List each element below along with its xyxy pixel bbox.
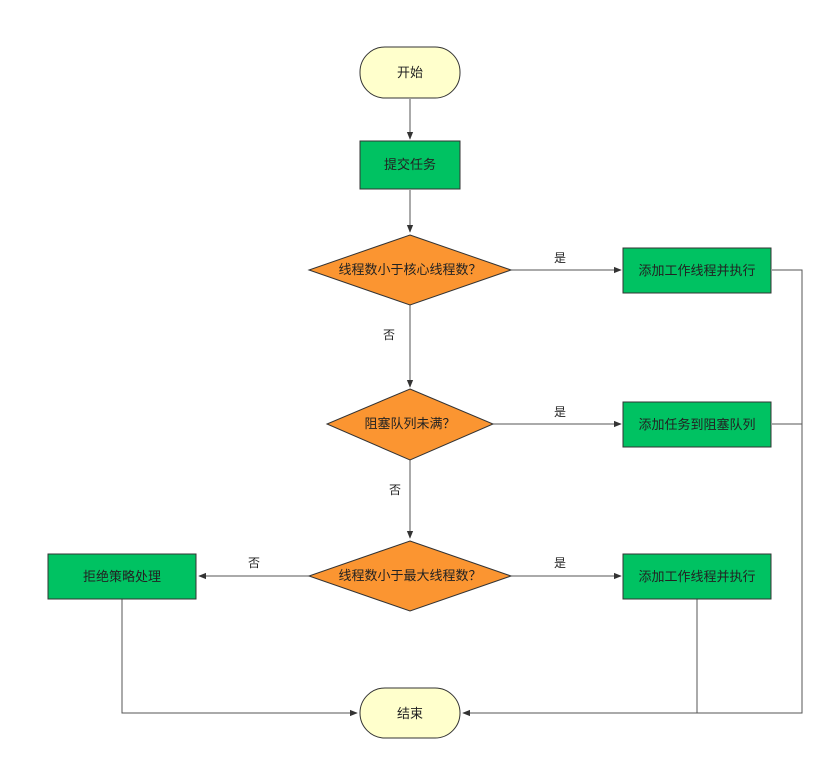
label-max-yes: 是: [554, 556, 566, 570]
decision-shape: [307, 234, 513, 306]
process-shape: [622, 401, 772, 448]
node-add-to-queue: 添加任务到阻塞队列: [622, 401, 772, 448]
add-to-queue-label: 添加任务到阻塞队列: [638, 417, 755, 433]
edge-reject-to-end: [121, 599, 358, 717]
end-label: 结束: [397, 707, 423, 722]
process-shape: [47, 553, 197, 600]
label-core-yes: 是: [554, 251, 566, 265]
node-decision-queue: 阻塞队列未满？: [325, 388, 495, 461]
decision-shape: [325, 388, 495, 461]
terminal-shape: [359, 687, 461, 739]
label-queue-no: 否: [389, 483, 401, 497]
node-reject: 拒绝策略处理: [47, 553, 197, 600]
node-decision-max: 线程数小于最大线程数？: [307, 540, 513, 612]
process-shape: [622, 247, 772, 294]
add-worker-2-label: 添加工作线程并执行: [638, 570, 755, 585]
edge-worker1-to-end: [462, 269, 803, 717]
add-worker-1-label: 添加工作线程并执行: [638, 264, 755, 279]
decision-max-label: 线程数小于最大线程数？: [338, 569, 481, 584]
edge-labels: 是 否 是 否 是 否: [248, 251, 566, 570]
connectors: [121, 99, 803, 717]
label-max-no: 否: [248, 556, 260, 570]
reject-label: 拒绝策略处理: [83, 569, 161, 585]
decision-queue-label: 阻塞队列未满？: [364, 416, 455, 432]
node-start: 开始: [359, 46, 461, 99]
label-core-no: 否: [383, 328, 395, 342]
terminal-shape: [359, 46, 461, 99]
decision-core-label: 线程数小于核心线程数？: [338, 263, 481, 278]
process-shape: [622, 553, 772, 600]
node-add-worker-1: 添加工作线程并执行: [622, 247, 772, 294]
process-shape: [359, 140, 461, 190]
node-end: 结束: [359, 687, 461, 739]
label-queue-yes: 是: [554, 405, 566, 419]
node-decision-core: 线程数小于核心线程数？: [307, 234, 513, 306]
node-submit-task: 提交任务: [359, 140, 461, 190]
node-add-worker-2: 添加工作线程并执行: [622, 553, 772, 600]
submit-task-label: 提交任务: [384, 157, 436, 173]
start-label: 开始: [397, 66, 423, 81]
decision-shape: [307, 540, 513, 612]
